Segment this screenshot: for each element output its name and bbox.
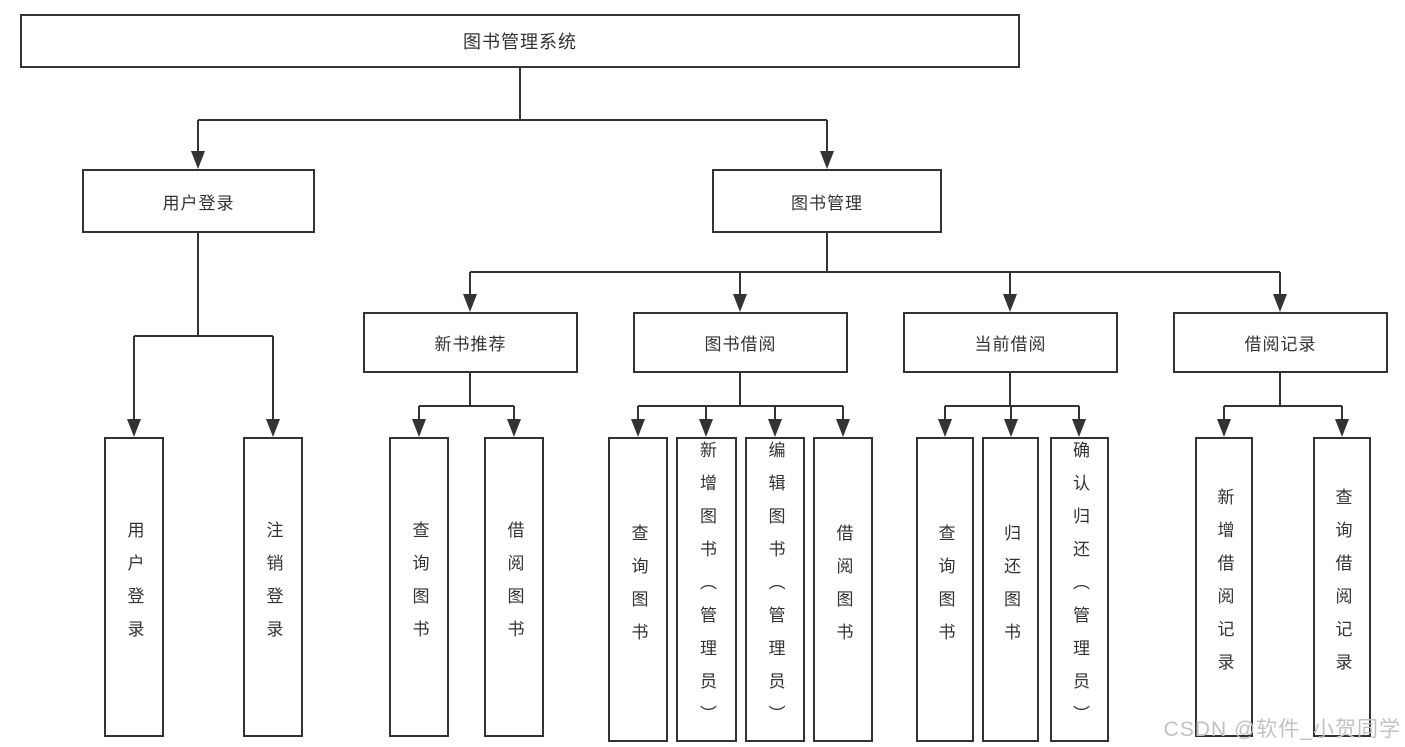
node-book-borrow: 图书借阅 <box>633 312 848 373</box>
leaf-recommend-borrow-books: 借阅图书 <box>484 437 544 737</box>
node-new-book-recommend: 新书推荐 <box>363 312 578 373</box>
leaf-records-add-record: 新增借阅记录 <box>1195 437 1253 737</box>
leaf-records-query-record: 查询借阅记录 <box>1313 437 1371 737</box>
leaf-borrow-edit-books-admin: 编辑图书（管理员） <box>745 437 805 742</box>
leaf-borrow-query-books: 查询图书 <box>608 437 668 742</box>
arrowheads <box>127 151 1349 437</box>
node-current-borrow: 当前借阅 <box>903 312 1118 373</box>
leaf-logout: 注销登录 <box>243 437 303 737</box>
node-borrow-records: 借阅记录 <box>1173 312 1388 373</box>
leaf-recommend-query-books: 查询图书 <box>389 437 449 737</box>
leaf-user-login: 用户登录 <box>104 437 164 737</box>
connector-lines <box>133 68 1343 420</box>
leaf-current-confirm-return-admin: 确认归还（管理员） <box>1050 437 1109 742</box>
node-user-login: 用户登录 <box>82 169 315 233</box>
node-book-management: 图书管理 <box>712 169 942 233</box>
leaf-current-return-books: 归还图书 <box>982 437 1039 742</box>
node-root: 图书管理系统 <box>20 14 1020 68</box>
leaf-current-query-books: 查询图书 <box>916 437 974 742</box>
leaf-borrow-add-books-admin: 新增图书（管理员） <box>676 437 737 742</box>
watermark: CSDN @软件_小贺同学 <box>1163 718 1401 741</box>
leaf-borrow-borrow-books: 借阅图书 <box>813 437 873 742</box>
